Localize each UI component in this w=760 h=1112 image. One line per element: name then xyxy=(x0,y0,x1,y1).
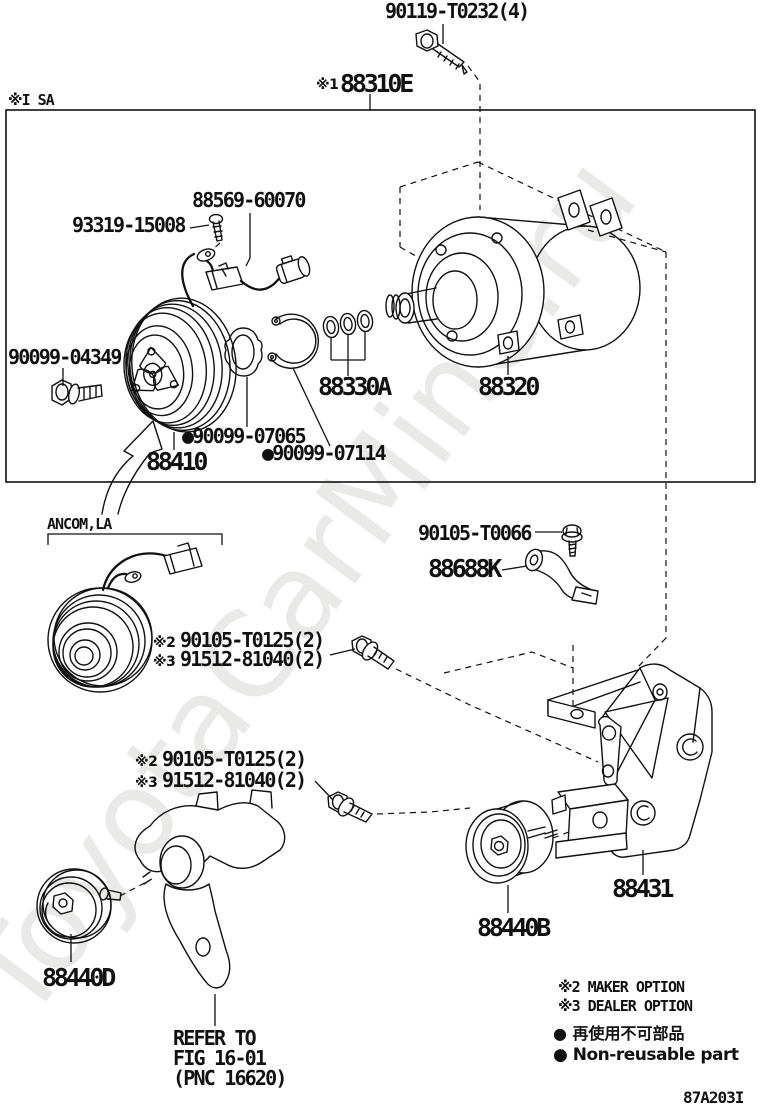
label-compressor-88320: 88320 xyxy=(478,372,539,401)
idler-pulley-88440b-drawing xyxy=(465,800,554,884)
snap-ring-90099-07114-drawing xyxy=(267,313,319,369)
leader-07114 xyxy=(292,367,331,447)
assembly-outline-box xyxy=(5,109,756,483)
label-bolt-t0066: 90105-T0066 xyxy=(418,521,531,545)
stay-88688k-drawing xyxy=(524,548,599,605)
legend-maker-option: ※2 MAKER OPTION xyxy=(558,978,685,996)
variant-arrow xyxy=(101,420,163,515)
bracket-88431-drawing xyxy=(544,663,713,859)
label-refer-line2: FIG 16-01 xyxy=(173,1046,267,1070)
leader-93319 xyxy=(189,224,210,229)
label-stay-88688k: 88688K xyxy=(428,554,502,583)
label-opt1-dealer: 91512-81040(2) xyxy=(180,647,323,671)
leader-88569 xyxy=(245,213,251,267)
option-bolt-2-drawing xyxy=(327,791,373,823)
leader-88330a xyxy=(330,332,366,376)
label-refer-line3: (PNC 16620) xyxy=(173,1066,286,1090)
gasket-90099-07065-drawing xyxy=(224,327,263,377)
label-asm-88310e: 88310E xyxy=(340,69,413,98)
label-clutch-88410: 88410 xyxy=(146,447,207,476)
leader-lines xyxy=(47,24,644,1026)
harness-88569-drawing xyxy=(181,248,311,308)
leader-opt2 xyxy=(314,780,334,801)
leader-opt1 xyxy=(329,648,356,656)
label-opt1-prefix3: ※3 xyxy=(153,654,175,670)
label-screw-93319: 93319-15008 xyxy=(72,213,185,237)
label-orings-88330a: 88330A xyxy=(318,372,392,401)
label-idler-88440b: 88440B xyxy=(477,913,551,942)
label-harness-88569: 88569-60070 xyxy=(192,188,305,212)
oring-set-88330a-drawing xyxy=(322,309,374,339)
figure-code: 87A203I xyxy=(683,1088,744,1107)
legend-dealer-option: ※3 DEALER OPTION xyxy=(558,997,693,1015)
bolt-90119-drawing xyxy=(415,29,468,75)
label-asm-prefix: ※1 xyxy=(316,77,338,93)
magnet-clutch-88410-drawing xyxy=(123,297,237,433)
label-gasket-07065: ●90099-07065 xyxy=(182,424,306,448)
label-idler-88440d: 88440D xyxy=(42,963,115,992)
ancom-clutch-drawing xyxy=(47,542,203,693)
label-bracket-88431: 88431 xyxy=(612,874,673,903)
compressor-88320-drawing xyxy=(385,189,641,368)
bolt-90099-04349-drawing xyxy=(51,379,103,406)
label-opt1-prefix2: ※2 xyxy=(153,635,175,651)
label-refer-line1: REFER TO xyxy=(173,1026,257,1050)
idler-pulley-88440d-drawing xyxy=(36,868,122,944)
label-opt1-maker: 90105-T0125(2) xyxy=(180,628,323,652)
tensioner-arm-drawing xyxy=(134,789,286,989)
corner-note: ※I SA xyxy=(8,91,55,109)
option-bolt-1-drawing xyxy=(351,635,395,670)
label-opt2-dealer: 91512-81040(2) xyxy=(162,768,305,792)
label-ancom: ANCOM,LA xyxy=(47,515,112,533)
legend-non-reusable-jp: ● 再使用不可部品 xyxy=(553,1024,685,1043)
legend-non-reusable-en: ● Non-reusable part xyxy=(553,1045,739,1065)
screw-93319-drawing xyxy=(208,213,224,242)
leader-88688k xyxy=(501,565,528,571)
label-bolt-04349: 90099-04349 xyxy=(8,345,121,369)
label-opt2-prefix3: ※3 xyxy=(135,775,157,791)
bracket-ancom xyxy=(47,533,223,545)
label-opt2-prefix2: ※2 xyxy=(135,754,157,770)
label-snapring-07114: ●90099-07114 xyxy=(262,441,387,465)
label-opt2-maker: 90105-T0125(2) xyxy=(162,747,305,771)
bolt-90105-t0066-drawing xyxy=(561,524,583,557)
label-bolt-90119: 90119-T0232(4) xyxy=(385,0,528,23)
